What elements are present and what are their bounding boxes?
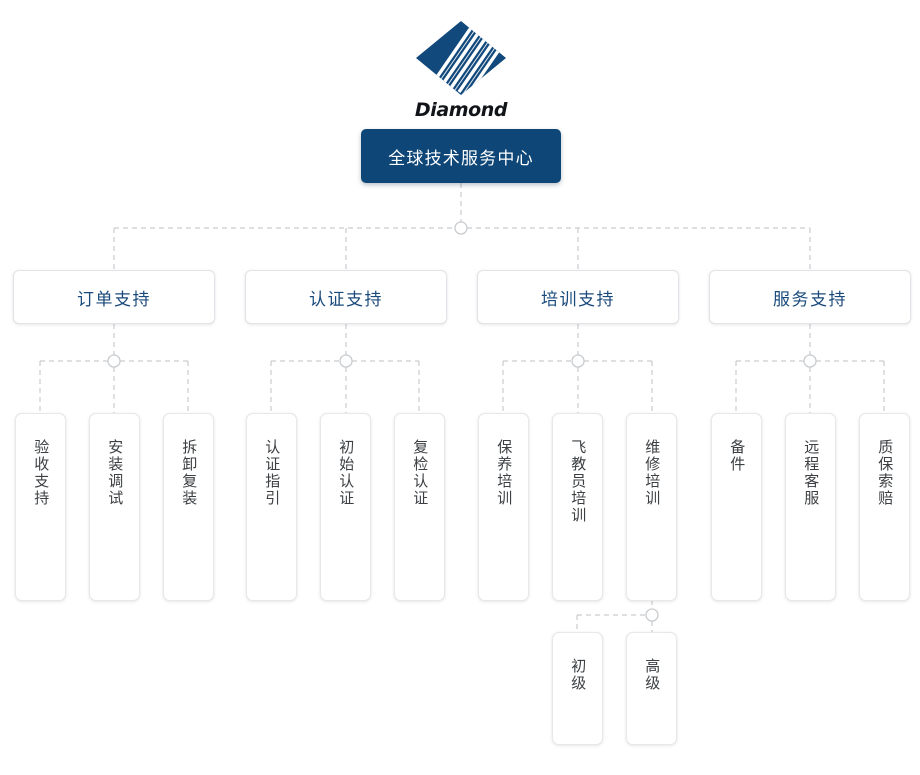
node-branch-2-label: 认证支持 bbox=[309, 289, 383, 309]
junction-circle-branch-1 bbox=[107, 354, 121, 368]
junction-circle-branch-2 bbox=[339, 354, 353, 368]
node-branch-4-label: 服务支持 bbox=[773, 289, 847, 309]
node-leaf-4-1[interactable]: 备件 bbox=[711, 413, 762, 601]
node-leaf-3-1-label: 保养培训 bbox=[495, 439, 513, 507]
node-leaf-1-2[interactable]: 安装调试 bbox=[89, 413, 140, 601]
node-subleaf-2[interactable]: 高级 bbox=[626, 632, 677, 745]
node-subleaf-2-label: 高级 bbox=[643, 658, 661, 692]
node-leaf-2-2-label: 初始认证 bbox=[337, 439, 355, 507]
node-root-label: 全球技术服务中心 bbox=[388, 148, 534, 168]
node-leaf-3-2[interactable]: 飞教员培训 bbox=[552, 413, 603, 601]
node-branch-2[interactable]: 认证支持 bbox=[245, 270, 447, 324]
node-root[interactable]: 全球技术服务中心 bbox=[361, 129, 561, 183]
node-leaf-2-2[interactable]: 初始认证 bbox=[320, 413, 371, 601]
diamond-logo-icon bbox=[416, 21, 506, 95]
node-branch-3-label: 培训支持 bbox=[541, 289, 615, 309]
node-leaf-2-3-label: 复检认证 bbox=[411, 439, 429, 507]
junction-circle-subbranch bbox=[645, 608, 659, 622]
node-leaf-4-2[interactable]: 远程客服 bbox=[785, 413, 836, 601]
node-leaf-1-3-label: 拆卸复装 bbox=[180, 439, 198, 507]
node-leaf-3-2-label: 飞教员培训 bbox=[569, 439, 587, 524]
node-leaf-4-2-label: 远程客服 bbox=[802, 439, 820, 507]
junction-circle-root bbox=[454, 221, 468, 235]
node-leaf-1-1[interactable]: 验收支持 bbox=[15, 413, 66, 601]
node-leaf-4-1-label: 备件 bbox=[728, 439, 746, 473]
node-branch-4[interactable]: 服务支持 bbox=[709, 270, 911, 324]
node-leaf-2-1[interactable]: 认证指引 bbox=[246, 413, 297, 601]
node-leaf-4-3[interactable]: 质保索赔 bbox=[859, 413, 910, 601]
node-leaf-4-3-label: 质保索赔 bbox=[876, 439, 894, 507]
junction-circle-branch-3 bbox=[571, 354, 585, 368]
node-leaf-1-3[interactable]: 拆卸复装 bbox=[163, 413, 214, 601]
node-leaf-1-1-label: 验收支持 bbox=[32, 439, 50, 507]
node-branch-3[interactable]: 培训支持 bbox=[477, 270, 679, 324]
brand-logo: Diamond bbox=[405, 18, 517, 121]
node-leaf-3-3[interactable]: 维修培训 bbox=[626, 413, 677, 601]
node-branch-1[interactable]: 订单支持 bbox=[13, 270, 215, 324]
node-leaf-3-1[interactable]: 保养培训 bbox=[478, 413, 529, 601]
brand-wordmark: Diamond bbox=[414, 99, 508, 121]
junction-circle-branch-4 bbox=[803, 354, 817, 368]
node-subleaf-1[interactable]: 初级 bbox=[552, 632, 603, 745]
node-leaf-2-3[interactable]: 复检认证 bbox=[394, 413, 445, 601]
node-leaf-1-2-label: 安装调试 bbox=[106, 439, 124, 507]
node-leaf-2-1-label: 认证指引 bbox=[263, 439, 281, 507]
node-leaf-3-3-label: 维修培训 bbox=[643, 439, 661, 507]
node-branch-1-label: 订单支持 bbox=[77, 289, 151, 309]
node-subleaf-1-label: 初级 bbox=[569, 658, 587, 692]
